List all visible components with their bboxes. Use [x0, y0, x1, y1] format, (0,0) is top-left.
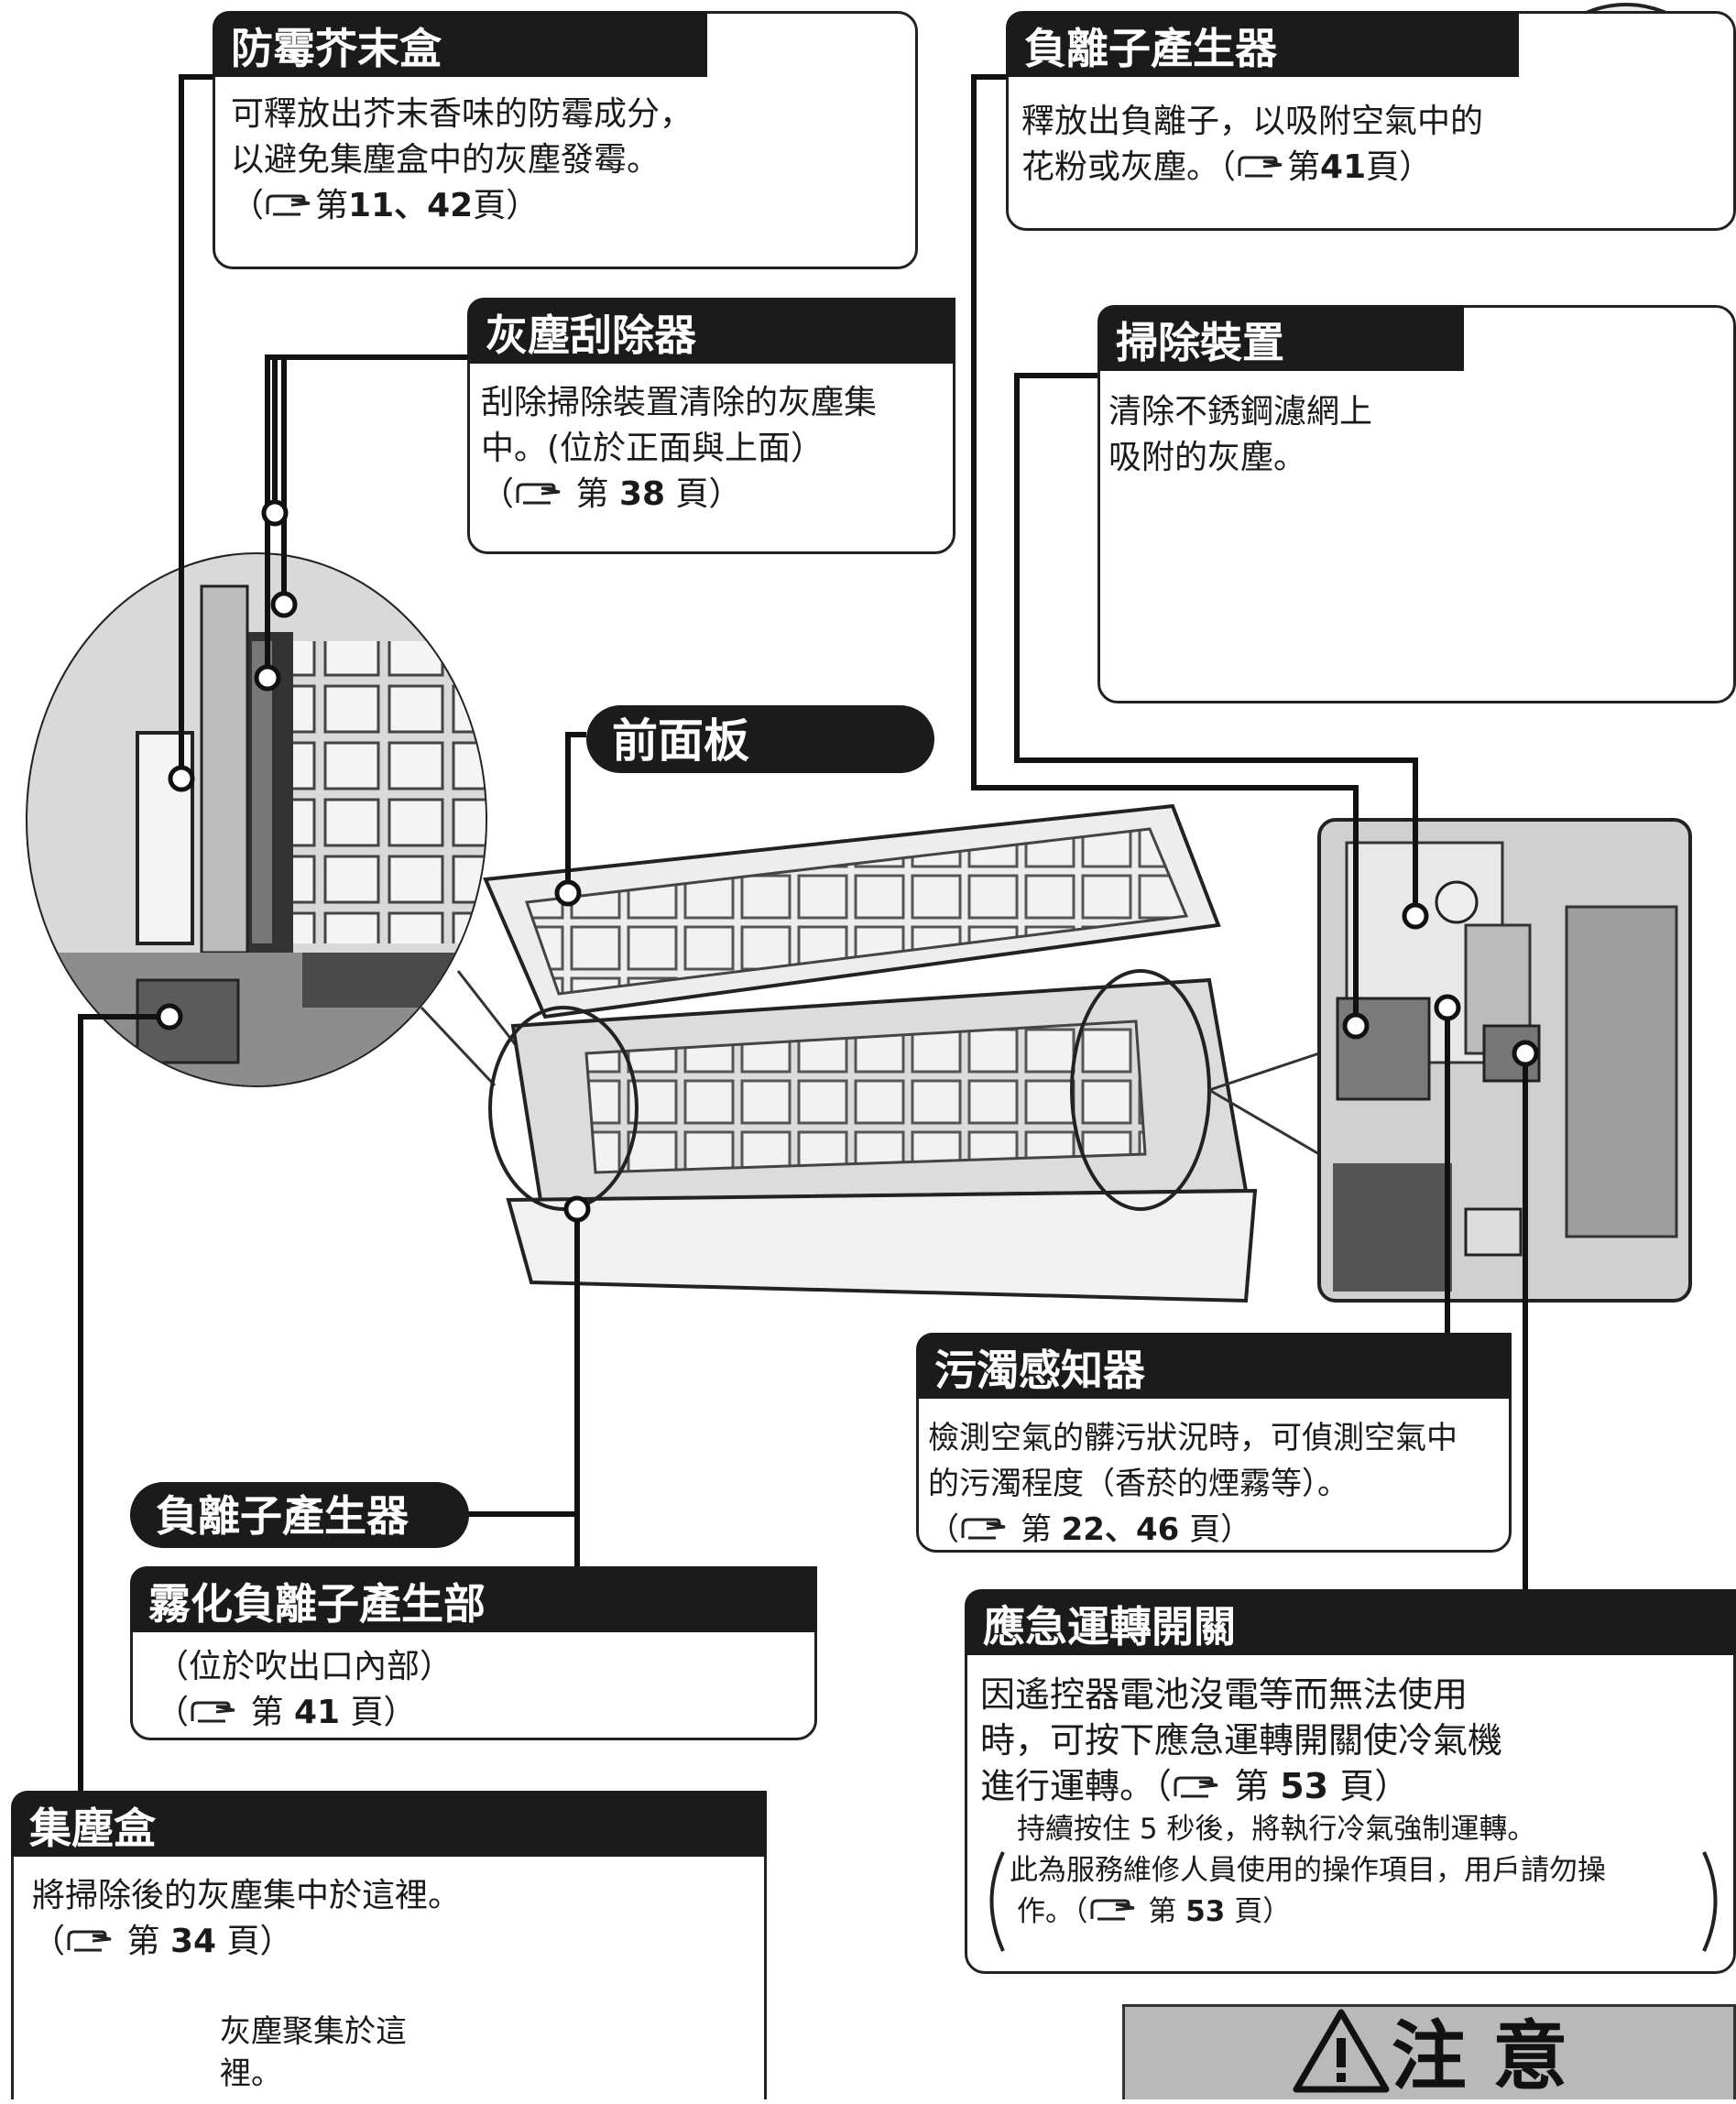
callout-cleaning-device — [1097, 305, 1736, 703]
dirt-sensor-ref: （ 第 22、46 頁） — [928, 1511, 1252, 1548]
mustard-box-line1: 可釋放出芥末香味的防霉成分， — [231, 95, 693, 133]
callout-cleaning-device-title: 掃除裝置 — [1097, 305, 1464, 371]
page-reference-icon — [516, 483, 561, 505]
page-reference-icon — [1090, 1899, 1134, 1921]
mustard-box-line2: 以避免集塵盒中的灰塵發霉。 — [231, 141, 661, 179]
emergency-switch-note2: 此為服務維修人員使用的操作項目，用戶請勿操 — [1010, 1854, 1606, 1887]
label-neg-ion-bottom: 負離子產生器 — [130, 1482, 469, 1548]
emergency-switch-note1: 持續按住 5 秒後，將執行冷氣強制運轉。 — [1017, 1813, 1536, 1846]
page-reference-icon — [266, 194, 311, 216]
page-reference-icon — [1238, 156, 1283, 178]
page-reference-icon — [67, 1930, 112, 1952]
caution-label: 注 意 — [1391, 2012, 1568, 2100]
atomizer-line1: （位於吹出口內部） — [156, 1648, 453, 1685]
emergency-switch-note: 持續按住 5 秒後，將執行冷氣強制運轉。 此為服務維修人員使用的操作項目，用戶請… — [1010, 1809, 1713, 1933]
callout-neg-ion-top-title: 負離子產生器 — [1006, 11, 1519, 77]
mustard-box-ref: （第11、42頁） — [231, 187, 540, 224]
dust-scraper-line2: 中。(位於正面與上面） — [481, 430, 824, 467]
right-magnified-view — [1317, 818, 1692, 1303]
dust-box-line1: 將掃除後的灰塵集中於這裡。 — [32, 1877, 462, 1914]
page-reference-icon — [961, 1518, 1006, 1540]
callout-dirt-sensor-text: 檢測空氣的髒污狀況時，可偵測空氣中 的污濁程度（香菸的煙霧等）。 （ 第 22、… — [928, 1415, 1514, 1553]
dust-box-pointer-text: 灰塵聚集於這 裡。 — [220, 2011, 458, 2095]
emergency-switch-note-ref: 作。（ 第 53 頁） — [1017, 1895, 1292, 1928]
dust-box-ref: （ 第 34 頁） — [32, 1923, 293, 1960]
dust-box-pointer2: 裡。 — [220, 2055, 282, 2092]
label-front-panel: 前面板 — [586, 705, 934, 773]
dirt-sensor-line2: 的污濁程度（香菸的煙霧等）。 — [928, 1466, 1348, 1502]
callout-emergency-switch-title: 應急運轉開關 — [965, 1589, 1736, 1655]
atomizer-ref: （ 第 41 頁） — [156, 1694, 417, 1731]
page-reference-icon — [191, 1701, 235, 1723]
callout-dust-box-text: 將掃除後的灰塵集中於這裡。 （ 第 34 頁） — [32, 1873, 527, 1965]
warning-triangle-icon — [1293, 2009, 1390, 2093]
callout-dust-scraper-title: 灰塵刮除器 — [467, 298, 955, 364]
callout-dirt-sensor-title: 污濁感知器 — [916, 1333, 1512, 1399]
cleaning-device-line1: 清除不銹鋼濾網上 — [1108, 393, 1373, 431]
callout-dust-box-title: 集塵盒 — [11, 1791, 767, 1857]
dirt-sensor-line1: 檢測空氣的髒污狀況時，可偵測空氣中 — [928, 1420, 1458, 1456]
callout-dust-scraper-text: 刮除掃除裝置清除的灰塵集 中。(位於正面與上面） （ 第 38 頁） — [481, 380, 948, 518]
callout-mustard-box-title: 防霉芥末盒 — [213, 11, 707, 77]
emergency-switch-line1: 因遙控器電池沒電等而無法使用 — [980, 1674, 1469, 1715]
caution-banner: 注 意 — [1122, 2004, 1736, 2100]
emergency-switch-ref: 進行運轉。（ 第 53 頁） — [980, 1766, 1410, 1806]
callout-atomizer-text: （位於吹出口內部） （ 第 41 頁） — [156, 1644, 797, 1736]
air-conditioner-unit — [483, 803, 1320, 1303]
callout-emergency-switch-text: 因遙控器電池沒電等而無法使用 時，可按下應急運轉開關使冷氣機 進行運轉。（ 第 … — [980, 1672, 1530, 1809]
neg-ion-top-line1: 釋放出負離子，以吸附空氣中的 — [1021, 103, 1484, 140]
dust-scraper-ref: （ 第 38 頁） — [481, 475, 742, 513]
callout-cleaning-device-text: 清除不銹鋼濾網上 吸附的灰塵。 — [1108, 389, 1457, 481]
emergency-switch-line2: 時，可按下應急運轉開關使冷氣機 — [980, 1720, 1503, 1761]
callout-neg-ion-top-text: 釋放出負離子，以吸附空氣中的 花粉或灰塵。（第41頁） — [1021, 99, 1534, 191]
cleaning-device-line2: 吸附的灰塵。 — [1108, 439, 1307, 476]
callout-mustard-box-text: 可釋放出芥末香味的防霉成分， 以避免集塵盒中的灰塵發霉。 （第11、42頁） — [231, 92, 744, 229]
dust-scraper-line1: 刮除掃除裝置清除的灰塵集 — [481, 384, 878, 421]
dust-box-pointer1: 灰塵聚集於這 — [220, 2013, 407, 2050]
neg-ion-top-ref: 花粉或灰塵。（第41頁） — [1021, 148, 1433, 186]
page-reference-icon — [1174, 1776, 1218, 1798]
callout-atomizer-title: 霧化負離子產生部 — [130, 1566, 817, 1632]
